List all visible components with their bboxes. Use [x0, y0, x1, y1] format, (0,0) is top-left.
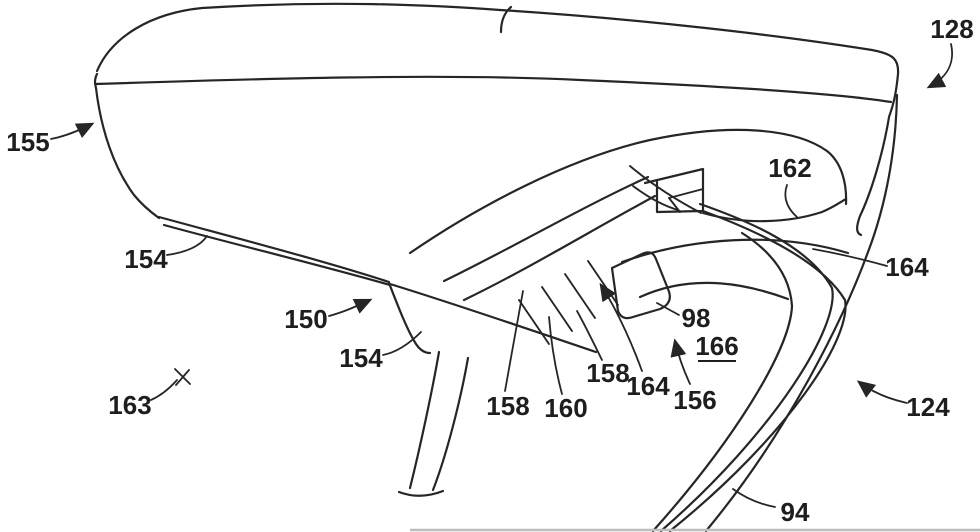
x_mark_163	[175, 369, 190, 386]
leader-ref-158a	[504, 290, 524, 392]
windshield-curve-c	[668, 209, 847, 532]
ref-label-150: 150	[284, 304, 327, 334]
leader-ref-163	[150, 379, 178, 401]
ref-label-156: 156	[673, 385, 716, 415]
housing-lip-lower	[162, 223, 392, 287]
leader-lines	[50, 43, 953, 508]
housing-seam	[94, 75, 893, 104]
ref-label-128: 128	[930, 14, 973, 44]
leader-ref-164c	[599, 282, 643, 372]
housing-left-edge	[93, 72, 161, 220]
mount-arm-assembly	[397, 165, 850, 497]
ref-label-164: 164	[626, 371, 670, 401]
windshield-curves	[651, 93, 899, 532]
ref-label-154: 154	[124, 244, 168, 274]
leader-ref-158b	[576, 310, 603, 361]
channel-curve-lower	[638, 281, 790, 301]
housing-skirt-left	[387, 281, 432, 355]
ref-label-154: 154	[339, 343, 383, 373]
mount-foot	[397, 489, 445, 497]
leader-ref-98	[656, 302, 680, 316]
camera-module	[610, 251, 671, 320]
pocket-curve	[701, 197, 848, 223]
leader-ref-124	[856, 380, 908, 404]
housing-skirt-bottom	[388, 282, 598, 354]
leader-ref-128	[926, 43, 953, 89]
ref-label-160: 160	[544, 393, 587, 423]
ref-label-124: 124	[906, 392, 950, 422]
mount-stem	[408, 350, 470, 492]
housing-outline	[95, 2, 900, 237]
leader-ref-156	[670, 338, 691, 385]
housing-opening-rim	[408, 128, 848, 255]
mount-arm-upper-edge	[442, 175, 650, 283]
leader-ref-154b	[382, 331, 422, 356]
target-marks	[174, 368, 191, 386]
ref-label-98: 98	[682, 303, 711, 333]
leader-ref-154a	[166, 235, 208, 256]
ref-label-166: 166	[695, 331, 738, 361]
ref-label-155: 155	[6, 127, 49, 157]
windshield-curve-b	[659, 202, 834, 532]
housing-lip-upper	[157, 215, 391, 284]
leader-ref-155	[50, 122, 95, 140]
windshield-curve-a	[651, 231, 794, 532]
arm-rungs	[518, 260, 619, 345]
ref-label-162: 162	[768, 153, 811, 183]
ref-label-158: 158	[586, 358, 629, 388]
housing-top-hook	[499, 5, 513, 34]
windshield-curve-outer	[704, 93, 899, 532]
leader-ref-162	[784, 184, 798, 218]
leader-ref-94	[732, 488, 776, 508]
mount-arm-lower-edge	[462, 194, 657, 302]
bracket-hatch	[629, 165, 702, 214]
leader-ref-150	[328, 298, 373, 317]
ref-label-158: 158	[486, 391, 529, 421]
mirror-housing	[93, 2, 900, 355]
leader-ref-164r	[812, 248, 888, 267]
ref-label-94: 94	[781, 497, 810, 527]
channel-curve-upper	[620, 238, 850, 264]
ref-label-163: 163	[108, 390, 151, 420]
ref-label-164: 164	[885, 252, 929, 282]
leader-ref-160	[548, 316, 563, 395]
